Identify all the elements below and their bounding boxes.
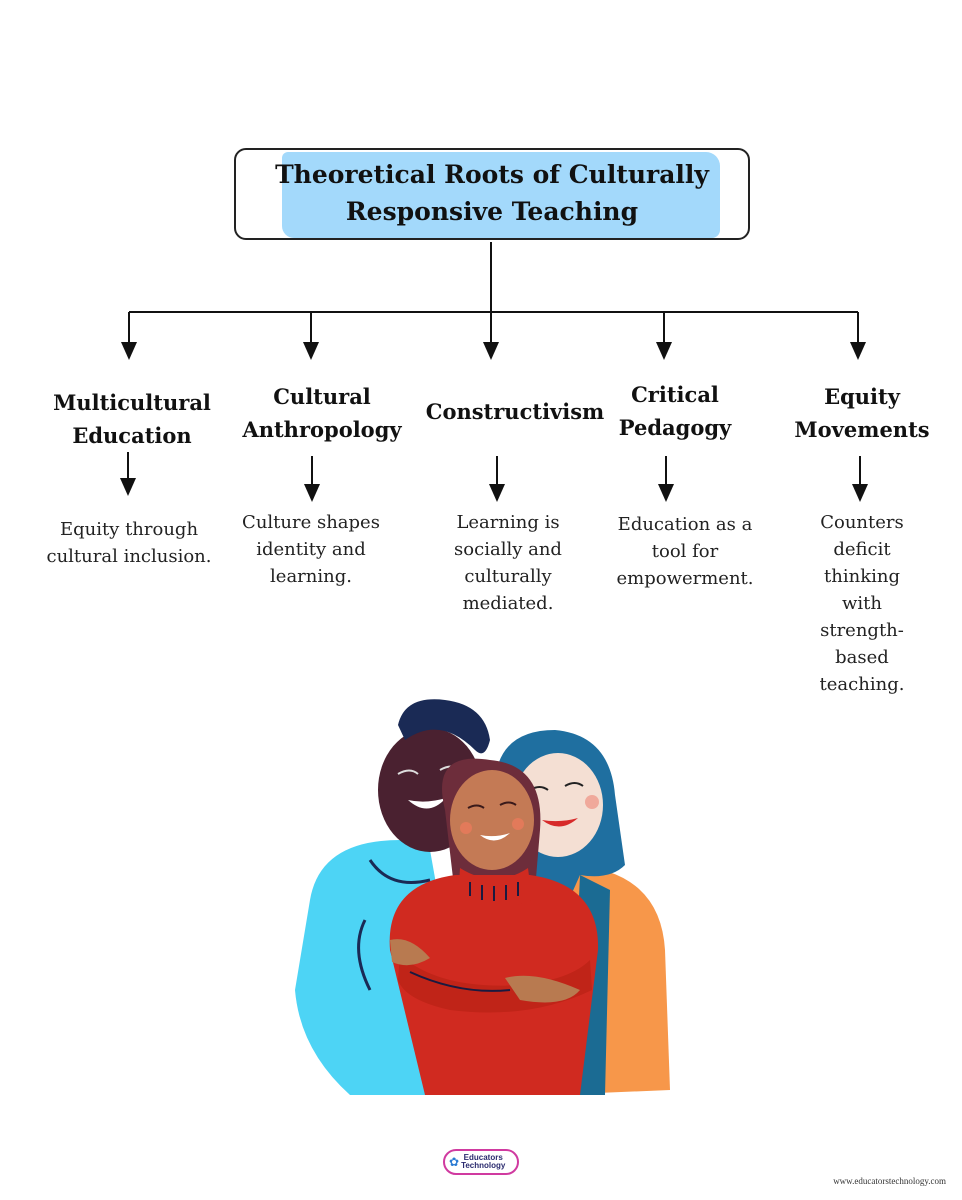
root-desc-equity-movements: Counters deficit thinking with strength-… <box>819 512 905 695</box>
root-desc-multicultural-education: Equity through cultural inclusion. <box>46 519 212 567</box>
woman-front-figure <box>389 758 599 1095</box>
root-heading-cultural-anthropology: Cultural Anthropology <box>242 384 402 442</box>
root-heading-constructivism: Constructivism <box>425 399 605 424</box>
root-heading-multicultural-education: Multicultural Education <box>53 390 211 448</box>
root-heading-critical-pedagogy: Critical Pedagogy <box>618 382 732 440</box>
root-desc-critical-pedagogy: Education as a tool for empowerment. <box>616 514 754 589</box>
root-desc-cultural-anthropology: Culture shapes identity and learning. <box>242 512 380 587</box>
logo-text: Educators Technology <box>461 1153 506 1170</box>
connector-lines <box>120 242 868 502</box>
gear-icon: ✿ <box>449 1155 460 1169</box>
educators-technology-logo: ✿ Educators Technology <box>443 1149 519 1175</box>
root-heading-equity-movements: Equity Movements <box>794 384 930 442</box>
website-url: www.educatorstechnology.com <box>833 1176 946 1186</box>
title-highlight <box>282 152 720 238</box>
diagram-title: Theoretical Roots of Culturally Responsi… <box>275 160 709 226</box>
people-illustration <box>295 699 670 1095</box>
root-desc-constructivism: Learning is socially and culturally medi… <box>454 512 562 614</box>
